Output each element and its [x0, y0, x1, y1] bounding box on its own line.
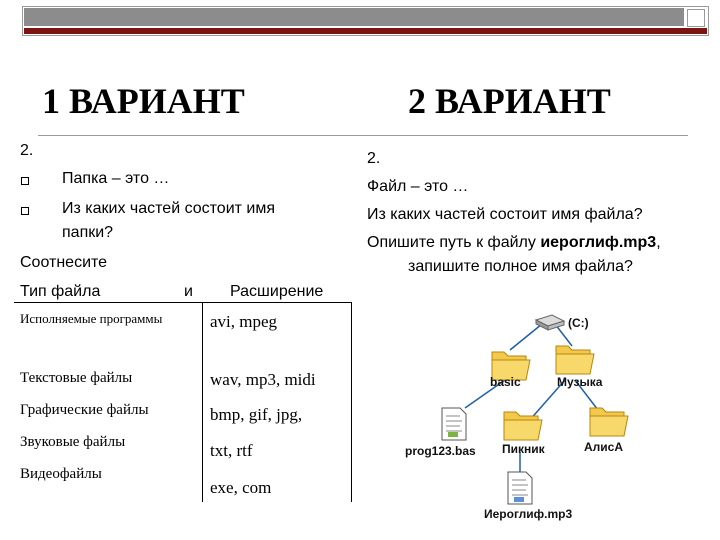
variant1-question-name-parts-cont: папки?	[62, 224, 114, 241]
variant1-question-name-parts: Из каких частей состоит имя	[62, 200, 276, 217]
match-label: Соотнесите	[20, 254, 108, 271]
variant2-title: 2 ВАРИАНТ	[408, 81, 611, 121]
column-and: и	[184, 283, 193, 300]
variant2-question-file: Файл – это …	[367, 178, 469, 195]
column-extension: Расширение	[230, 283, 324, 300]
file-icon-hieroglyph	[507, 471, 533, 505]
file-type-audio: Звуковые файлы	[20, 434, 126, 450]
folder-icon-basic	[491, 351, 531, 381]
folder-icon-picnic	[503, 411, 543, 441]
tree-label-basic: basic	[490, 375, 521, 389]
tree-lines	[464, 323, 599, 472]
tree-label-root: (C:)	[568, 316, 589, 330]
variant2-question-path: Опишите путь к файлу иероглиф.mp3,	[367, 234, 661, 252]
variant2-number: 2.	[367, 150, 381, 167]
drive-icon	[534, 314, 566, 331]
file-type-video: Видеофайлы	[20, 466, 102, 482]
tree-label-alisa: АлисА	[584, 440, 624, 454]
tree-label-music: Музыка	[557, 375, 603, 389]
extension-txt: txt, rtf	[210, 441, 253, 460]
bullet-icon	[21, 177, 29, 185]
top-bar-gray	[24, 8, 684, 26]
top-bar-square	[687, 9, 705, 27]
bullet-icon	[21, 207, 29, 215]
extension-wav: wav, mp3, midi	[210, 370, 316, 389]
table-top-border	[14, 302, 352, 303]
tree-label-hieroglyph: Иероглиф.mp3	[484, 507, 573, 521]
folder-icon-alisa	[589, 407, 629, 437]
file-type-executable: Исполняемые программы	[20, 311, 163, 326]
file-icon-prog123	[441, 407, 467, 441]
variant1-title: 1 ВАРИАНТ	[42, 81, 245, 121]
variant2-question-full-name: запишите полное имя файла?	[408, 258, 633, 275]
path-question-comma: ,	[656, 234, 661, 251]
tree-label-prog123: prog123.bas	[405, 444, 476, 458]
variant1-question-folder: Папка – это …	[62, 170, 170, 187]
title-divider	[38, 135, 688, 136]
file-type-text: Текстовые файлы	[20, 370, 133, 386]
extension-bmp: bmp, gif, jpg,	[210, 405, 303, 424]
path-question-filename: иероглиф.mp3	[540, 234, 657, 251]
table-column-divider	[202, 302, 203, 502]
path-question-text: Опишите путь к файлу	[367, 234, 541, 251]
extension-exe: exe, com	[210, 478, 272, 497]
folder-icon-music	[555, 345, 595, 375]
column-file-type: Тип файла	[20, 283, 101, 300]
variant1-number: 2.	[20, 142, 34, 159]
variant2-question-name-parts: Из каких частей состоит имя файла?	[367, 206, 643, 223]
matching-table	[14, 302, 352, 502]
extension-avi: avi, mpeg	[210, 312, 278, 331]
tree-label-picnic: Пикник	[502, 442, 545, 456]
directory-tree	[441, 314, 629, 505]
top-bar-red	[24, 28, 707, 34]
file-type-graphic: Графические файлы	[20, 402, 149, 418]
